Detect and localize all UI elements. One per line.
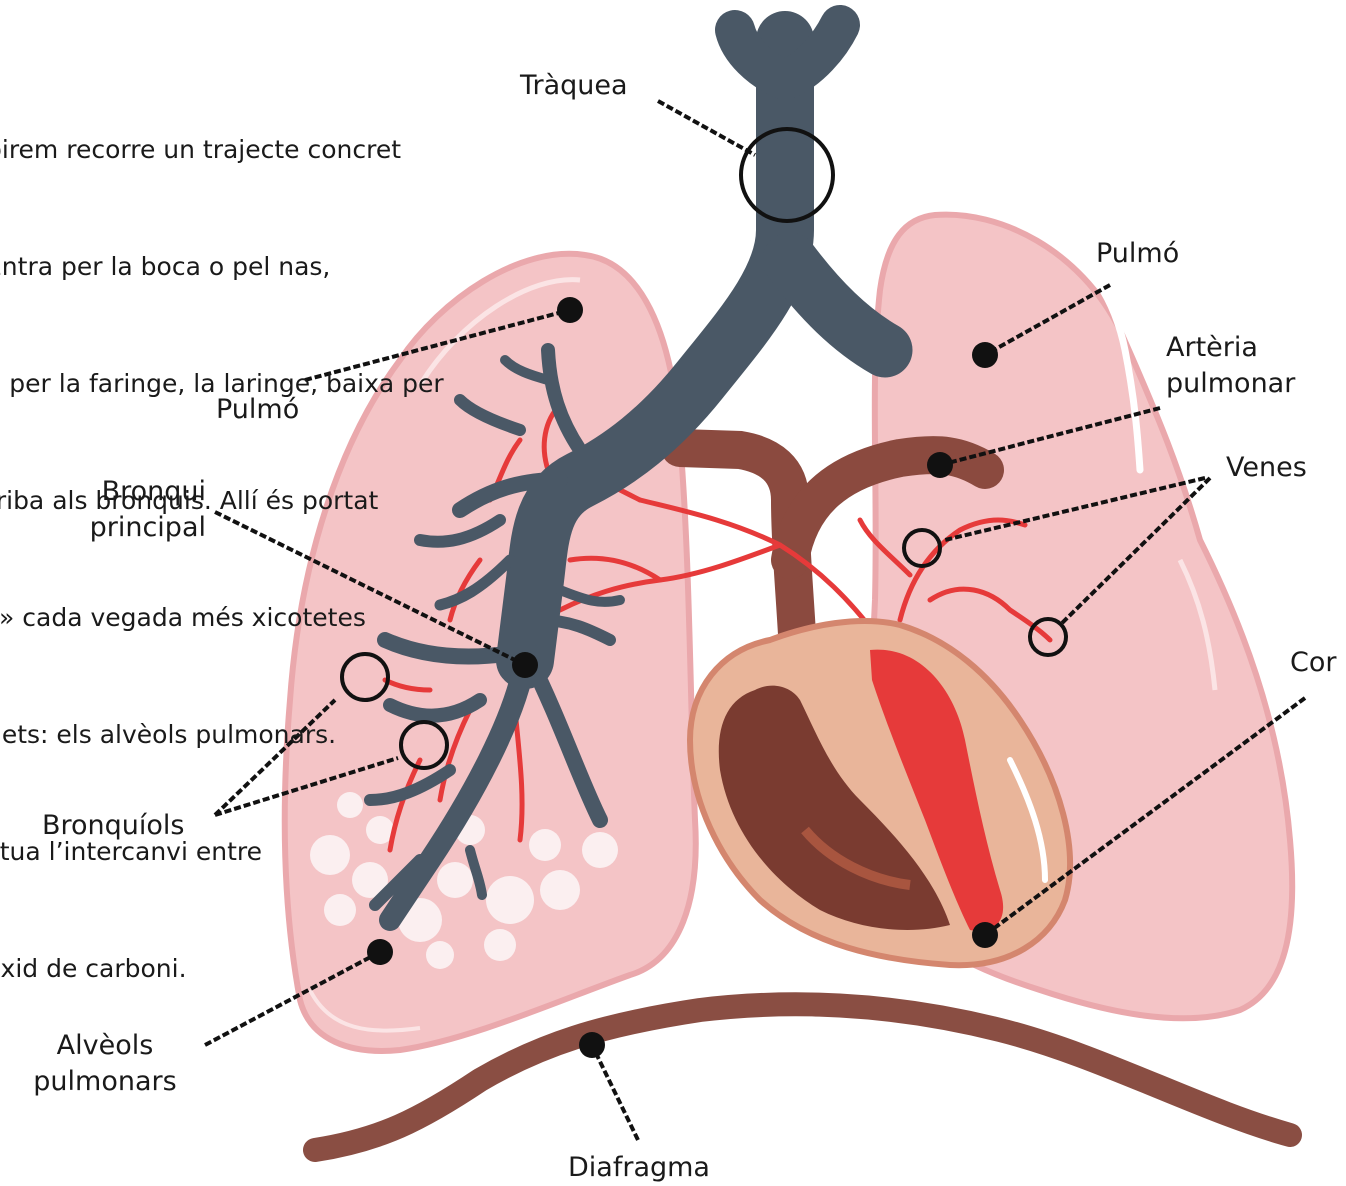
- intro-line: Entra per la boca o pel nas,: [0, 247, 546, 286]
- label-cor: Cor: [1290, 645, 1336, 681]
- artery-dot: [927, 452, 953, 478]
- diaphragm-dot: [579, 1032, 605, 1058]
- label-pulmo-left: Pulmó: [216, 392, 299, 428]
- heart-dot: [972, 922, 998, 948]
- label-bronquiols: Bronquíols: [42, 808, 185, 844]
- label-pulmo-right: Pulmó: [1096, 236, 1179, 272]
- label-venes: Venes: [1226, 450, 1307, 486]
- label-diafragma: Diafragma: [568, 1150, 710, 1186]
- right-lung-dot: [972, 342, 998, 368]
- left-lung-dot: [557, 297, 583, 323]
- label-alveols-pulmonars: Alvèols pulmonars: [20, 1028, 190, 1100]
- label-bronqui-principal: Bronqui principal: [60, 474, 206, 546]
- intro-line: s» cada vegada més xicotetes: [0, 598, 546, 637]
- label-arteria-pulmonar: Artèria pulmonar: [1166, 330, 1295, 402]
- intro-line: òxid de carboni.: [0, 949, 546, 988]
- label-traquea: Tràquea: [520, 68, 628, 104]
- intro-line: pirem recorre un trajecte concret: [0, 130, 546, 169]
- intro-line: uets: els alvèols pulmonars.: [0, 715, 546, 754]
